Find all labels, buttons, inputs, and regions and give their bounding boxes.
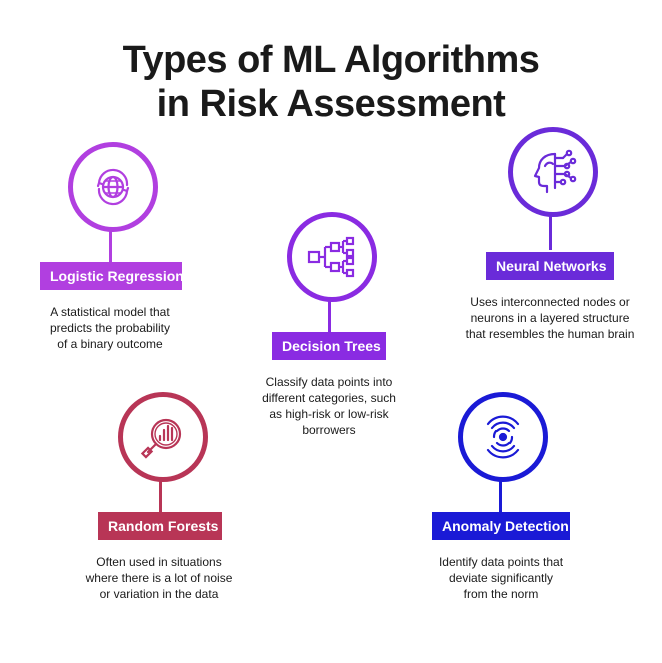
connector-line bbox=[549, 210, 552, 250]
desc-logistic-regression: A statistical model that predicts the pr… bbox=[10, 304, 210, 352]
desc-line: Classify data points into bbox=[265, 375, 393, 389]
label-decision-trees: Decision Trees bbox=[272, 332, 386, 360]
desc-line: A statistical model that bbox=[50, 305, 170, 319]
desc-line: borrowers bbox=[302, 423, 356, 437]
desc-line: of a binary outcome bbox=[57, 337, 163, 351]
desc-line: neurons in a layered structure bbox=[470, 311, 630, 325]
desc-line: predicts the probability bbox=[49, 321, 171, 335]
connector-line bbox=[328, 295, 331, 335]
label-logistic-regression: Logistic Regression bbox=[40, 262, 184, 290]
desc-random-forests: Often used in situations where there is … bbox=[59, 554, 259, 602]
desc-line: deviate significantly bbox=[448, 571, 554, 585]
label-random-forests: Random Forests bbox=[98, 512, 222, 540]
radar-signal-icon bbox=[458, 392, 548, 482]
desc-decision-trees: Classify data points into different cate… bbox=[229, 374, 429, 438]
desc-line: as high-risk or low-risk bbox=[269, 407, 389, 421]
desc-line: from the norm bbox=[463, 587, 539, 601]
magnifier-chart-icon bbox=[118, 392, 208, 482]
connector-line bbox=[109, 225, 112, 265]
globe-refresh-icon bbox=[68, 142, 158, 232]
desc-line: that resembles the human brain bbox=[465, 327, 635, 341]
label-neural-networks: Neural Networks bbox=[486, 252, 614, 280]
desc-anomaly-detection: Identify data points that deviate signif… bbox=[401, 554, 601, 602]
desc-line: different categories, such bbox=[262, 391, 396, 405]
desc-line: Uses interconnected nodes or bbox=[470, 295, 630, 309]
label-anomaly-detection: Anomaly Detection bbox=[432, 512, 570, 540]
desc-line: or variation in the data bbox=[99, 587, 219, 601]
desc-line: where there is a lot of noise bbox=[85, 571, 233, 585]
page-title: Types of ML Algorithms bbox=[122, 39, 540, 81]
page-subtitle: in Risk Assessment bbox=[156, 83, 506, 125]
connector-line bbox=[159, 475, 162, 515]
desc-neural-networks: Uses interconnected nodes or neurons in … bbox=[445, 294, 655, 342]
desc-line: Identify data points that bbox=[438, 555, 564, 569]
brain-head-icon bbox=[508, 127, 598, 217]
desc-line: Often used in situations bbox=[96, 555, 222, 569]
tree-diagram-icon bbox=[287, 212, 377, 302]
connector-line bbox=[499, 475, 502, 515]
